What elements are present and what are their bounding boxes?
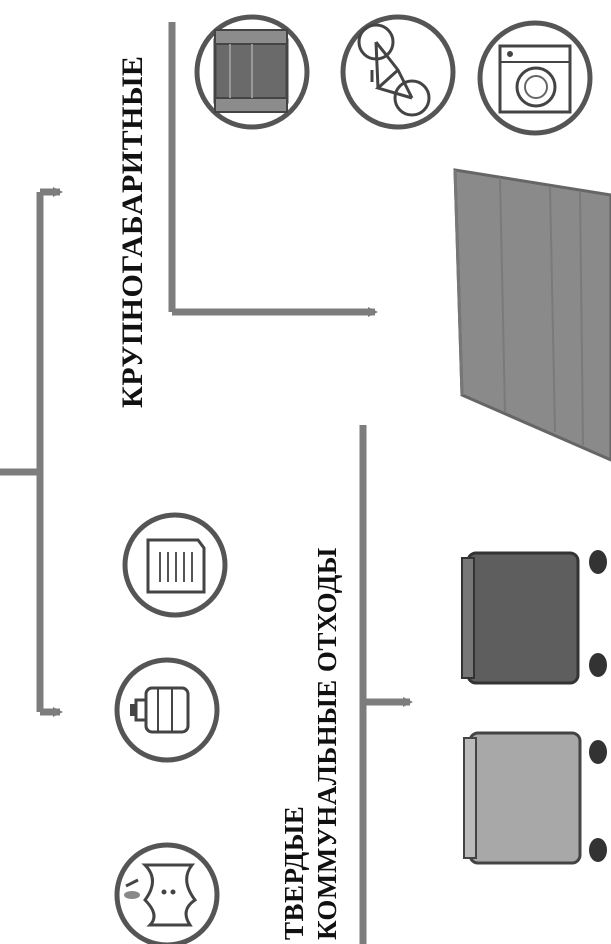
bulky-waste-bin [453,168,611,462]
branch-connector [0,187,63,717]
msw-label-line2: КОММУНАЛЬНЫЕ ОТХОДЫ [312,547,342,940]
paper-icon [122,512,228,618]
bulky-waste-label: КРУПНОГАБАРИТНЫЕ [116,55,149,408]
bicycle-icon [340,14,456,130]
msw-container-dark [461,550,607,685]
msw-container-light [463,731,607,865]
bulky-flow-line [168,22,378,317]
msw-label-line1: ТВЕРДЫЕ [279,805,309,940]
sofa-icon [194,14,310,130]
food-waste-icon [114,842,220,944]
plastic-bottle-icon [114,657,220,763]
washing-machine-icon [477,20,593,136]
msw-flow-line [359,425,413,944]
